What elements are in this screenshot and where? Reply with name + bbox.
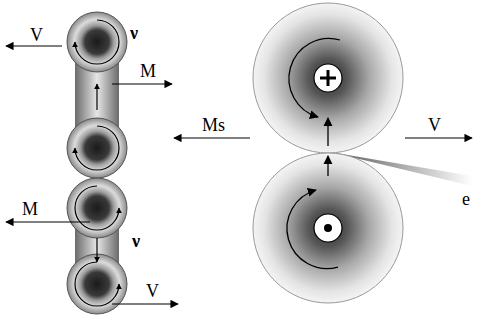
viscosity-label: ν xyxy=(132,232,140,250)
rotation-arrow xyxy=(75,20,119,306)
viscosity-label: ν xyxy=(130,24,138,42)
charge-symbol xyxy=(320,70,336,232)
force-arrow xyxy=(174,137,472,138)
velocity-label: V xyxy=(146,282,159,300)
force-label: M xyxy=(22,200,38,218)
force-arrow xyxy=(6,46,178,304)
rotation-arrow xyxy=(287,38,340,268)
force-label: Ms xyxy=(202,116,225,134)
velocity-label: V xyxy=(428,116,441,134)
vortex-circle xyxy=(67,12,127,314)
velocity-label: V xyxy=(30,26,43,44)
cylinder xyxy=(253,3,403,303)
strip-label: e xyxy=(462,190,470,208)
force-label: M xyxy=(140,62,156,80)
